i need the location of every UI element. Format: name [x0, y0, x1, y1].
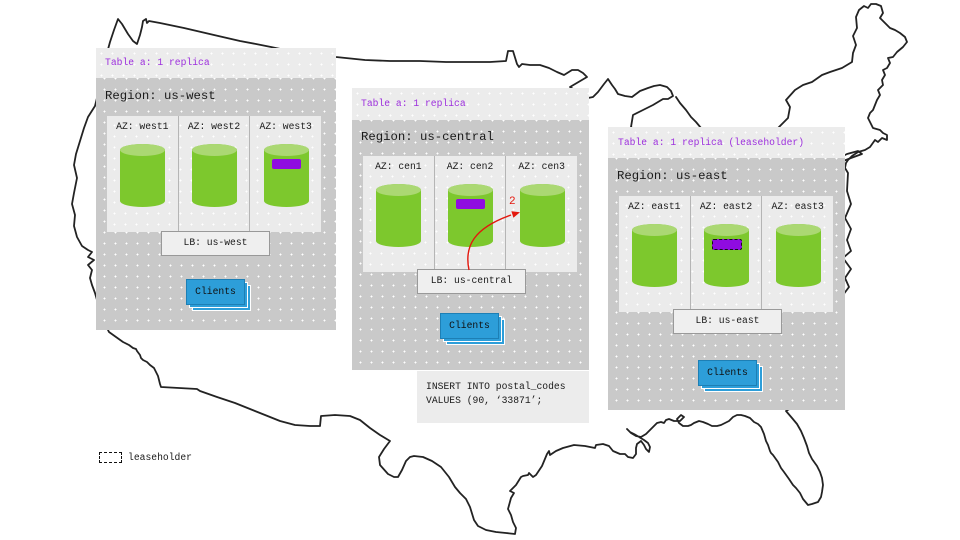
- svg-text:2: 2: [509, 196, 516, 208]
